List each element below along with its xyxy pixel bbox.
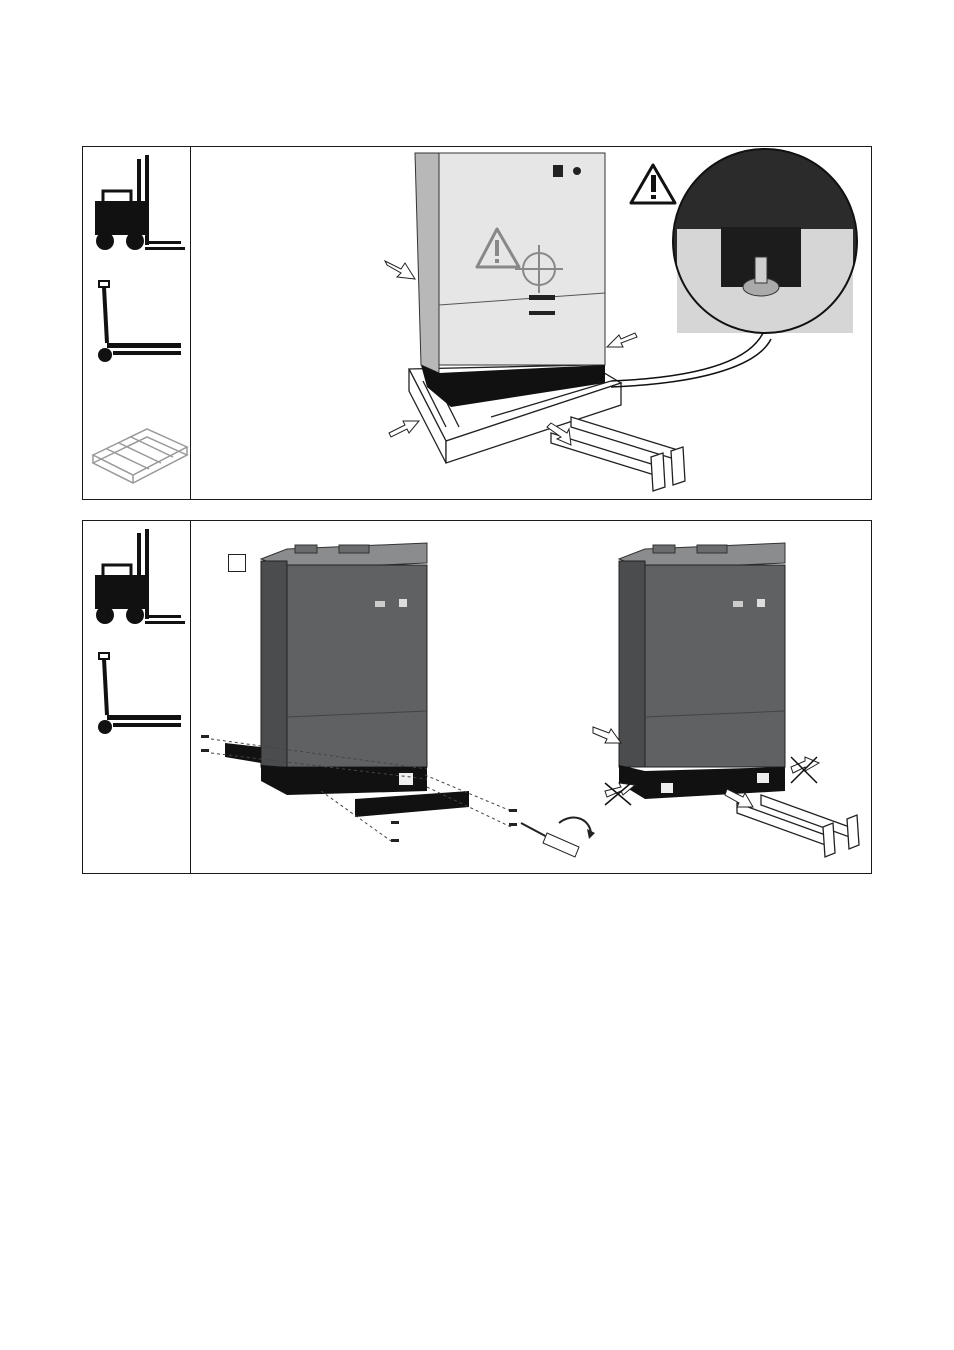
- panel-remove-base-covers: [82, 520, 872, 874]
- forklift-icon: [95, 529, 185, 624]
- screwdriver-icon: [521, 818, 595, 857]
- base-cover-removal-drawing: [191, 521, 871, 873]
- warning-triangle-icon: [631, 165, 675, 203]
- pallet-truck-icon: [98, 281, 181, 362]
- pallet-icon: [93, 429, 187, 483]
- forklift-forks: [551, 417, 685, 491]
- equipment-sidebar: [83, 147, 191, 499]
- pallet-transport-drawing: [191, 147, 871, 499]
- equipment-icons: [83, 521, 189, 873]
- equipment-icons: [83, 147, 189, 499]
- forklift-icon: [95, 155, 185, 250]
- equipment-sidebar: [83, 521, 191, 873]
- base-cover-removal-figure: [191, 521, 871, 873]
- panel-transport-on-pallet: [82, 146, 872, 500]
- cabinet-lifted-by-forks: [619, 543, 785, 799]
- pallet-truck-icon: [98, 653, 181, 734]
- pallet-transport-figure: [191, 147, 871, 499]
- forklift-forks: [737, 795, 859, 857]
- option-checkbox[interactable]: [228, 554, 246, 572]
